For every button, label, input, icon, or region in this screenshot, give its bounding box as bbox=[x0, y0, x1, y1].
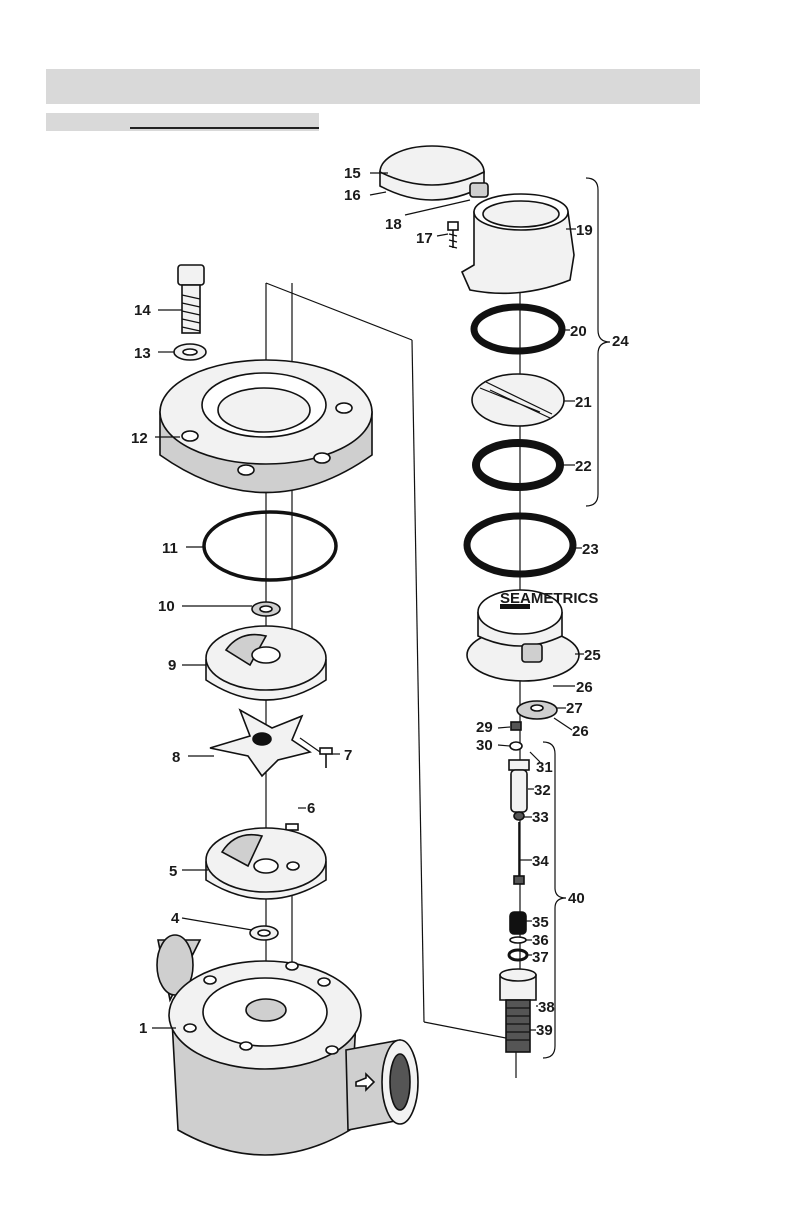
callout-35: 35 bbox=[532, 914, 549, 931]
part-upper-housing-9 bbox=[206, 626, 326, 700]
part-ring-22 bbox=[476, 443, 560, 487]
callout-8: 8 bbox=[172, 749, 180, 766]
callout-38: 38 bbox=[538, 999, 555, 1016]
callout-39: 39 bbox=[536, 1022, 553, 1039]
part-gear-27 bbox=[517, 701, 557, 719]
callout-23: 23 bbox=[582, 541, 599, 558]
callout-34: 34 bbox=[532, 853, 549, 870]
part-flange-cover-12 bbox=[160, 360, 372, 493]
callout-31: 31 bbox=[536, 759, 553, 776]
callout-20: 20 bbox=[570, 323, 587, 340]
callout-6: 6 bbox=[307, 800, 315, 817]
callout-36: 36 bbox=[532, 932, 549, 949]
callout-24: 24 bbox=[612, 333, 629, 350]
callout-15: 15 bbox=[344, 165, 361, 182]
callout-14: 14 bbox=[134, 302, 151, 319]
callout-13: 13 bbox=[134, 345, 151, 362]
part-lens-21 bbox=[472, 374, 564, 426]
part-cover-clamp-ring bbox=[380, 146, 488, 200]
part-impeller-8 bbox=[210, 710, 310, 776]
part-lower-housing-5 bbox=[206, 828, 326, 899]
callout-16: 16 bbox=[344, 187, 361, 204]
part-washer-13 bbox=[174, 344, 206, 360]
callout-17: 17 bbox=[416, 230, 433, 247]
callout-30: 30 bbox=[476, 737, 493, 754]
callout-21: 21 bbox=[575, 394, 592, 411]
callout-32: 32 bbox=[534, 782, 551, 799]
part-ring-20 bbox=[474, 307, 562, 351]
callout-18: 18 bbox=[385, 216, 402, 233]
callout-10: 10 bbox=[158, 598, 175, 615]
callout-11: 11 bbox=[162, 540, 178, 557]
callout-26-top: 26 bbox=[576, 679, 593, 696]
part-small-screw-17 bbox=[448, 222, 458, 248]
callout-22: 22 bbox=[575, 458, 592, 475]
callout-29: 29 bbox=[476, 719, 493, 736]
callout-7: 7 bbox=[344, 747, 352, 764]
part-register-housing-19 bbox=[462, 194, 574, 293]
callout-26-bottom: 26 bbox=[572, 723, 589, 740]
callout-19: 19 bbox=[576, 222, 593, 239]
part-washer-4 bbox=[250, 926, 278, 940]
callout-4: 4 bbox=[171, 910, 180, 927]
callout-33: 33 bbox=[532, 809, 549, 826]
callout-5: 5 bbox=[169, 863, 177, 880]
part-gasket-11 bbox=[204, 512, 336, 580]
nameplate-text: SEAMETRICS bbox=[500, 590, 598, 607]
callout-12: 12 bbox=[131, 430, 148, 447]
callout-27: 27 bbox=[566, 700, 583, 717]
part-bolt-14 bbox=[178, 265, 204, 333]
part-register-25: SEAMETRICS bbox=[467, 590, 598, 681]
part-washer-10 bbox=[252, 602, 280, 616]
callout-37: 37 bbox=[532, 949, 549, 966]
callout-25: 25 bbox=[584, 647, 601, 664]
part-meter-body-1 bbox=[157, 935, 418, 1155]
callout-9: 9 bbox=[168, 657, 176, 674]
part-sensor-stack bbox=[500, 722, 536, 1052]
callout-40: 40 bbox=[568, 890, 585, 907]
callout-1: 1 bbox=[139, 1020, 147, 1037]
